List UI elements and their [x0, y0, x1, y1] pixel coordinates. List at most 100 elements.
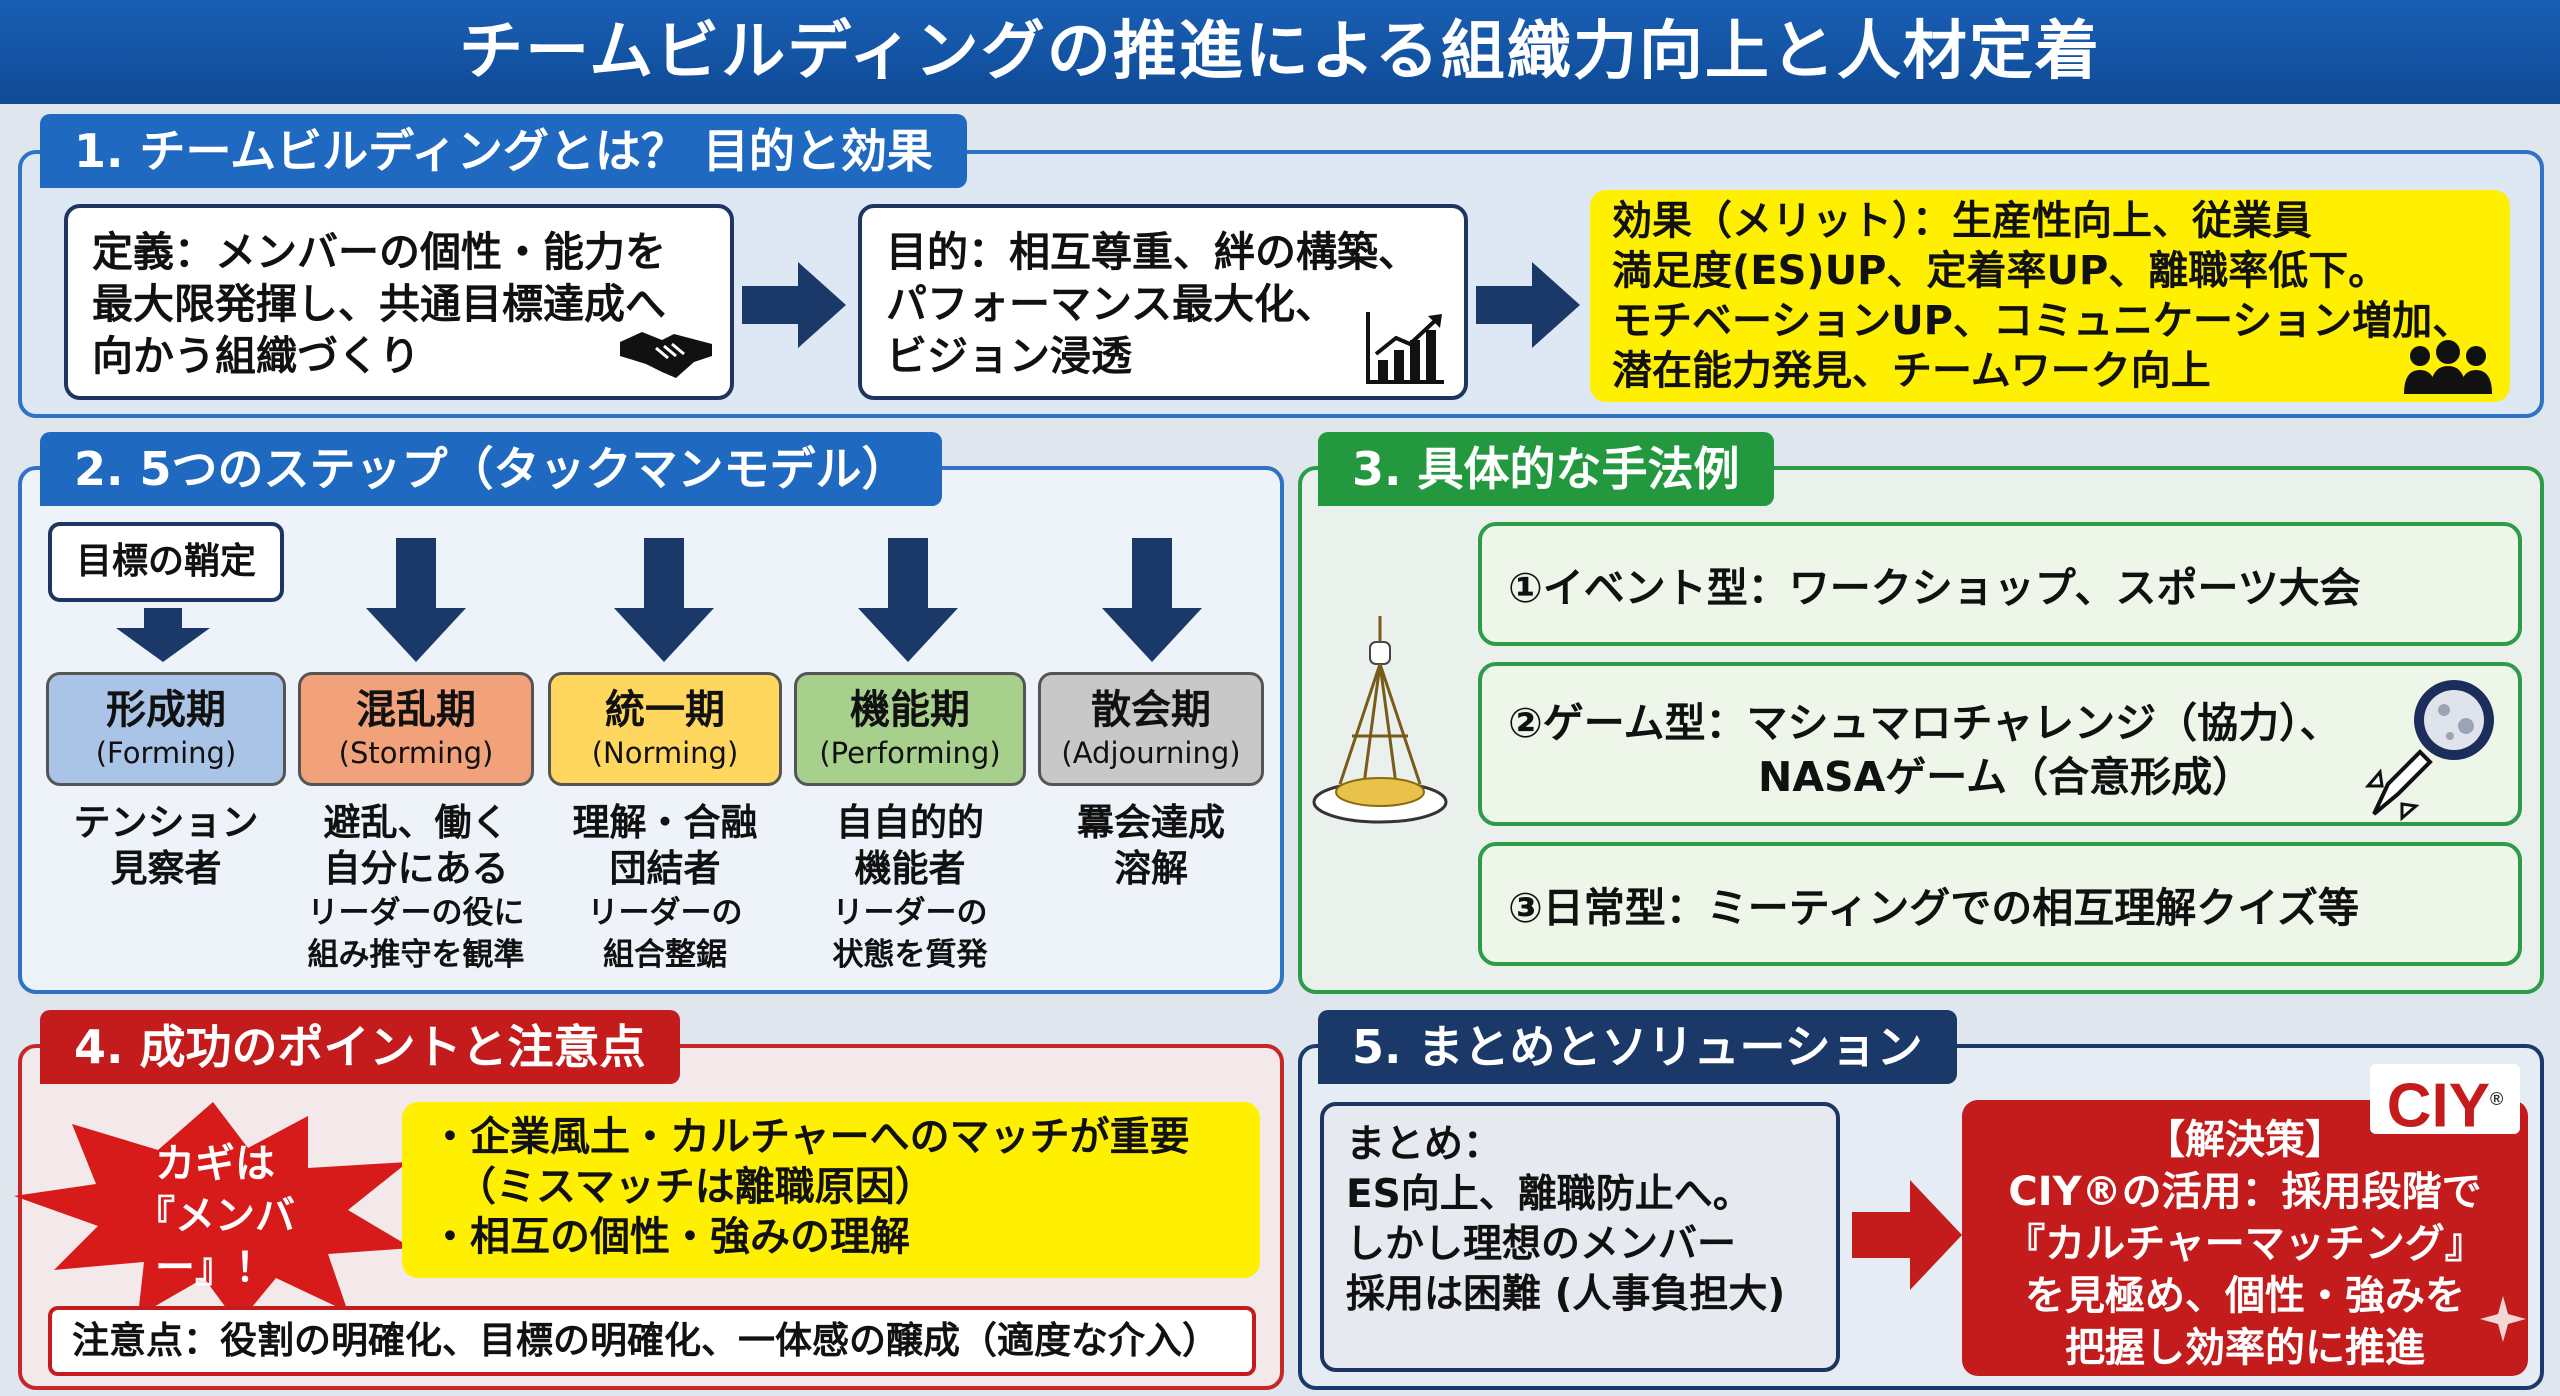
stage-en-name: (Forming) — [95, 736, 237, 770]
stage-performing-desc: 自自的的 機能者 リーダーの 状態を質発 — [794, 800, 1026, 976]
solution-line-4: を見極め、個性・強みを — [2025, 1273, 2465, 1319]
solution-line-2: CIY®の活用：採用段階で — [2008, 1169, 2482, 1215]
arrow-down-icon — [116, 608, 210, 662]
solution-box: 【解決策】 CIY®の活用：採用段階で 『カルチャーマッチング』 を見極め、個性… — [1962, 1100, 2528, 1376]
section-1-heading: 1. チームビルディングとは？ 目的と効果 — [40, 114, 967, 188]
point-line-3: ・相互の個性・強みの理解 — [430, 1214, 910, 1260]
arrow-down-icon — [366, 538, 466, 662]
solution-line-5: 把握し効率的に推進 — [2065, 1325, 2425, 1371]
purpose-line-2: パフォーマンス最大化、 — [886, 280, 1337, 328]
stage-name: 機能期 — [850, 687, 970, 733]
purpose-box: 目的：相互尊重、絆の構築、 パフォーマンス最大化、 ビジョン浸透 — [858, 204, 1468, 400]
stage-en-name: (Norming) — [591, 736, 739, 770]
desc-sub-line: リーダーの — [587, 895, 743, 931]
stage-storming: 混乱期 (Storming) — [298, 672, 534, 786]
section-2-heading: 2. 5つのステップ（タックマンモデル） — [40, 432, 942, 506]
key-member-burst-text: カギは 『メンバー』！ — [80, 1138, 350, 1294]
desc-line: 理解・合融 — [572, 801, 758, 844]
method-event-row: ①イベント型：ワークショップ、スポーツ大会 — [1478, 522, 2522, 646]
desc-sub-line: リーダーの — [832, 895, 988, 931]
desc-line: テンション — [73, 801, 259, 844]
burst-line-1: カギは — [155, 1141, 275, 1187]
stage-norming: 統一期 (Norming) — [548, 672, 782, 786]
stage-adjourning-desc: 羃会達成 溶解 — [1038, 800, 1264, 892]
method-daily-text: ③日常型：ミーティングでの相互理解クイズ等 — [1508, 884, 2360, 932]
team-people-icon — [2404, 340, 2492, 394]
burst-line-2: 『メンバー』！ — [135, 1193, 295, 1291]
caution-text: 注意点：役割の明確化、目標の明確化、一体感の醸成（適度な介入） — [72, 1319, 1219, 1362]
goal-label-box: 目標の鞘定 — [48, 522, 284, 602]
stage-storming-desc: 避乱、働く 自分にある リーダーの役に 組み推守を観準 — [290, 800, 542, 976]
stage-name: 混乱期 — [356, 687, 476, 733]
success-points-box: ・企業風土・カルチャーへのマッチが重要 （ミスマッチは離職原因） ・相互の個性・… — [402, 1102, 1260, 1278]
desc-sub-line: リーダーの役に — [307, 895, 525, 931]
method-game-line-1: ②ゲーム型：マシュマロチャレンジ（協力）、 — [1508, 699, 2341, 747]
purpose-line-3: ビジョン浸透 — [886, 332, 1132, 380]
spaghetti-marshmallow-icon — [1312, 616, 1448, 824]
desc-line: 自自的的 — [836, 801, 984, 844]
summary-line-1: まとめ： — [1346, 1122, 1503, 1167]
purpose-line-1: 目的：相互尊重、絆の構築、 — [886, 228, 1419, 276]
section-3-heading: 3. 具体的な手法例 — [1318, 432, 1774, 506]
summary-line-4: 採用は困難 (人事負担大) — [1346, 1272, 1786, 1317]
definition-line-2: 最大限発揮し、共通目標達成へ — [92, 280, 666, 328]
arrow-right-icon — [742, 262, 846, 348]
stage-name: 形成期 — [106, 687, 226, 733]
stage-forming-desc: テンション 見察者 — [46, 800, 286, 892]
stage-en-name: (Storming) — [338, 736, 494, 770]
growth-chart-icon — [1366, 312, 1444, 384]
desc-sub-line: 状態を質発 — [832, 937, 988, 973]
solution-line-1: 【解決策】 — [2145, 1117, 2345, 1163]
desc-line: 機能者 — [854, 847, 966, 890]
ciy-logo: CIY® — [2370, 1064, 2520, 1141]
burst-shape-icon — [14, 1102, 412, 1324]
desc-line: 溶解 — [1114, 847, 1188, 890]
definition-box: 定義：メンバーの個性・能力を 最大限発揮し、共通目標達成へ 向かう組織づくり — [64, 204, 734, 400]
caution-box: 注意点：役割の明確化、目標の明確化、一体感の醸成（適度な介入） — [48, 1306, 1256, 1376]
method-game-line-2: NASAゲーム（合意形成） — [1758, 753, 2254, 801]
point-line-1: ・企業風土・カルチャーへのマッチが重要 — [430, 1114, 1190, 1160]
definition-line-1: 定義：メンバーの個性・能力を — [92, 228, 666, 276]
method-game-row: ②ゲーム型：マシュマロチャレンジ（協力）、 NASAゲーム（合意形成） — [1478, 662, 2522, 826]
page-title: チームビルディングの推進による組織力向上と人材定着 — [0, 0, 2560, 104]
stage-en-name: (Performing) — [819, 736, 1001, 770]
desc-line: 団結者 — [609, 847, 721, 890]
effect-box: 効果（メリット）：生産性向上、従業員 満足度(ES)UP、定着率UP、離職率低下… — [1590, 190, 2510, 402]
point-line-2: （ミスマッチは離職原因） — [456, 1164, 935, 1210]
summary-line-3: しかし理想のメンバー — [1346, 1222, 1737, 1267]
arrow-down-icon — [614, 538, 714, 662]
summary-box: まとめ： ES向上、離職防止へ。 しかし理想のメンバー 採用は困難 (人事負担大… — [1320, 1102, 1840, 1372]
ciy-logo-mark: ® — [2490, 1089, 2504, 1109]
arrow-right-icon — [1852, 1180, 1962, 1290]
solution-line-3: 『カルチャーマッチング』 — [2005, 1221, 2485, 1267]
sparkle-icon — [2480, 1296, 2526, 1342]
desc-line: 自分にある — [323, 847, 509, 890]
desc-line: 羃会達成 — [1077, 801, 1225, 844]
stage-name: 散会期 — [1091, 687, 1211, 733]
arrow-down-icon — [1102, 538, 1202, 662]
stage-adjourning: 散会期 (Adjourning) — [1038, 672, 1264, 786]
stage-forming: 形成期 (Forming) — [46, 672, 286, 786]
section-5-heading: 5. まとめとソリューション — [1318, 1010, 1957, 1084]
desc-line: 避乱、働く — [323, 801, 509, 844]
summary-line-2: ES向上、離職防止へ。 — [1346, 1172, 1752, 1217]
method-event-text: ①イベント型：ワークショップ、スポーツ大会 — [1508, 564, 2361, 612]
stage-en-name: (Adjourning) — [1061, 736, 1241, 770]
ciy-logo-text: CIY — [2386, 1071, 2491, 1141]
desc-sub-line: 組み推守を観準 — [307, 937, 525, 973]
stage-norming-desc: 理解・合融 団結者 リーダーの 組合整鋸 — [548, 800, 782, 976]
effect-line-3: モチベーションUP、コミュニケーション増加、 — [1612, 298, 2473, 344]
effect-line-2: 満足度(ES)UP、定着率UP、離職率低下。 — [1612, 248, 2389, 294]
goal-label-text: 目標の鞘定 — [75, 541, 256, 582]
stage-performing: 機能期 (Performing) — [794, 672, 1026, 786]
rocket-moon-icon — [2364, 680, 2494, 822]
desc-sub-line: 組合整鋸 — [603, 937, 727, 973]
method-daily-row: ③日常型：ミーティングでの相互理解クイズ等 — [1478, 842, 2522, 966]
definition-line-3: 向かう組織づくり — [92, 332, 420, 380]
section-4-heading: 4. 成功のポイントと注意点 — [40, 1010, 680, 1084]
effect-line-1: 効果（メリット）：生産性向上、従業員 — [1612, 198, 2312, 244]
arrow-down-icon — [858, 538, 958, 662]
stage-name: 統一期 — [605, 687, 725, 733]
desc-line: 見察者 — [110, 847, 222, 890]
arrow-right-icon — [1476, 262, 1580, 348]
